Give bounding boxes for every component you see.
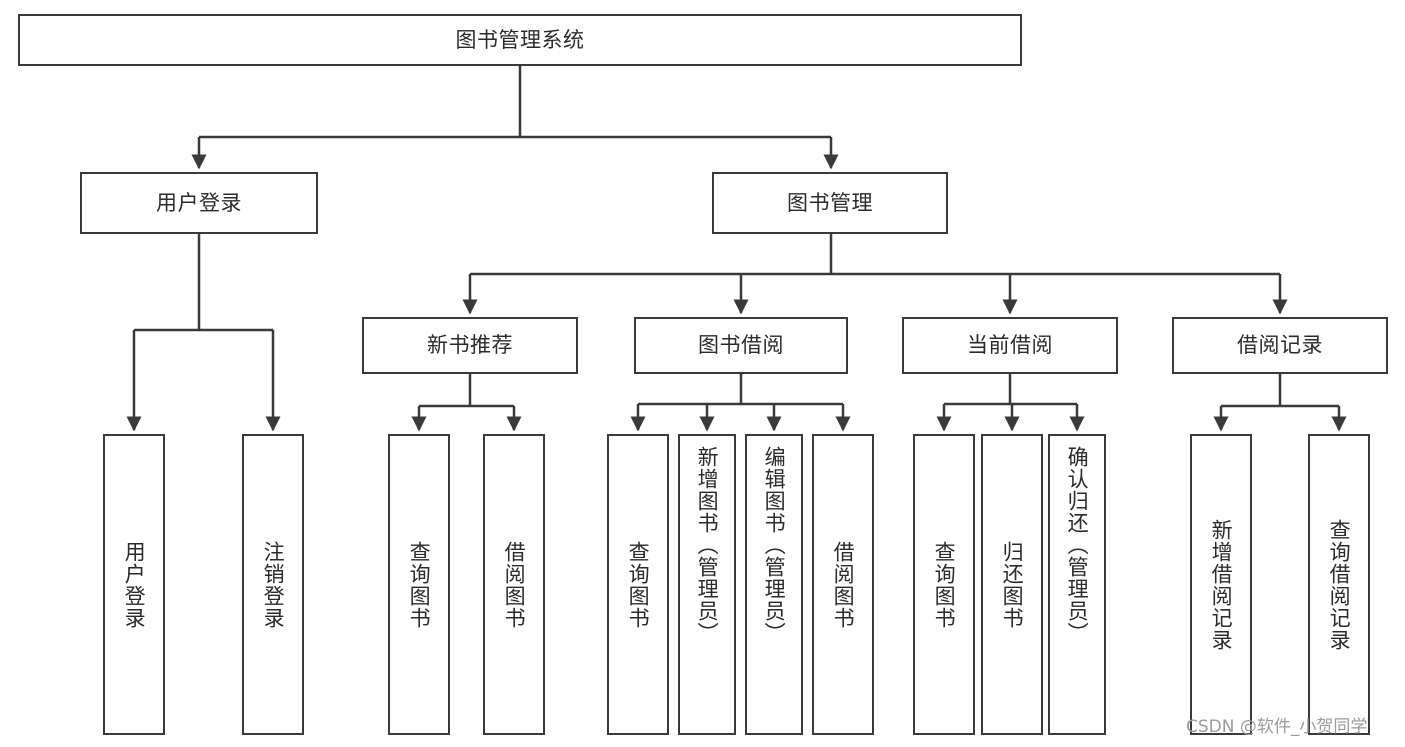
- csdn-watermark: CSDN @软件_小贺同学: [1186, 717, 1368, 737]
- leaf-user-login[interactable]: 用户登录: [103, 434, 165, 735]
- node-book-borrow[interactable]: 图书借阅: [634, 317, 848, 374]
- leaf-logout[interactable]: 注销登录: [242, 434, 304, 735]
- leaf-edit-book-admin[interactable]: 编辑图书（管理员）: [745, 434, 803, 735]
- node-book-management[interactable]: 图书管理: [712, 172, 948, 234]
- node-current-borrow[interactable]: 当前借阅: [902, 317, 1118, 374]
- node-new-book-recommend[interactable]: 新书推荐: [362, 317, 578, 374]
- leaf-query-book-borrow[interactable]: 查询图书: [607, 434, 669, 735]
- leaf-borrow-book-recommend[interactable]: 借阅图书: [483, 434, 545, 735]
- node-user-login[interactable]: 用户登录: [80, 172, 318, 234]
- leaf-add-borrow-record[interactable]: 新增借阅记录: [1190, 434, 1252, 735]
- leaf-query-book-current[interactable]: 查询图书: [913, 434, 975, 735]
- leaf-confirm-return-admin[interactable]: 确认归还（管理员）: [1048, 434, 1106, 735]
- leaf-query-borrow-record[interactable]: 查询借阅记录: [1308, 434, 1370, 735]
- leaf-add-book-admin[interactable]: 新增图书（管理员）: [678, 434, 736, 735]
- node-borrow-record[interactable]: 借阅记录: [1172, 317, 1388, 374]
- node-root-system[interactable]: 图书管理系统: [18, 14, 1022, 66]
- leaf-return-book[interactable]: 归还图书: [981, 434, 1043, 735]
- leaf-borrow-book[interactable]: 借阅图书: [812, 434, 874, 735]
- leaf-query-book-recommend[interactable]: 查询图书: [388, 434, 450, 735]
